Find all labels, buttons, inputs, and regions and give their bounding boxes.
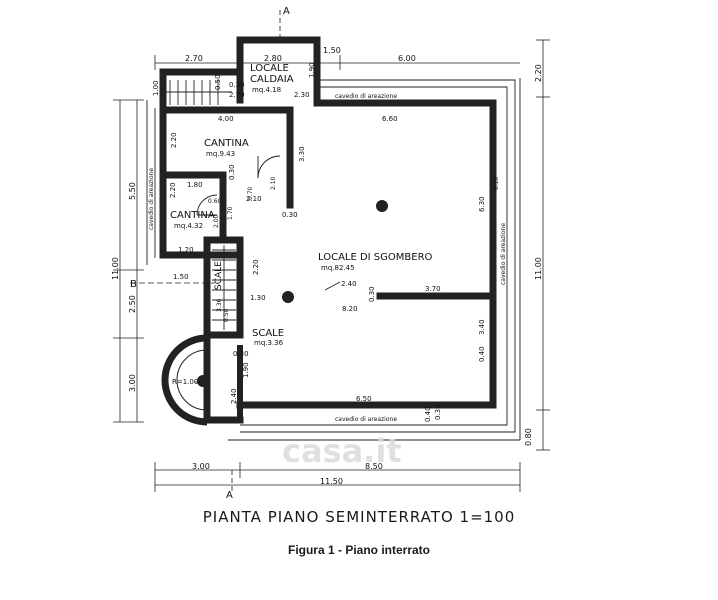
dim-100: 1.00 [152,80,160,96]
room-scale-vertical-label: SCALE [214,261,224,290]
dim-070: 0.70 [247,186,254,200]
dim-170: 1.70 [227,206,234,220]
dim-650: 6.50 [356,395,372,403]
cavedio-label-right: cavedio di areazione [500,223,507,285]
dim-330: 3.30 [298,146,306,162]
dim-210b: 2.10 [270,176,277,190]
doors [196,155,281,216]
dim-040a: 0.40 [478,346,486,362]
cavedio-label-top: cavedio di areazione [335,93,397,100]
dimension-texts: 2.70 2.80 1.50 6.00 2.20 11.00 0.80 5.50… [111,46,543,486]
dim-130: 1.30 [250,294,266,302]
dim-190: 1.90 [308,62,316,78]
dim-180: 1.80 [187,181,203,189]
dim-336: 3.36 [216,298,223,312]
watermark: casa.it [282,432,402,470]
dim-240a: 2.40 [341,280,357,288]
dim-370: 3.70 [425,285,441,293]
dim-200: 2.00 [213,214,220,228]
figure-caption: Figura 1 - Piano interrato [287,543,431,557]
dim-030b: 0.30 [228,164,236,180]
dim-bottom-300: 3.00 [192,462,210,471]
cavedio-label-left: cavedio di areazione [148,168,155,230]
room-caldaia-area: mq.4.18 [252,86,281,94]
radius-label: R=1.00 [172,378,198,386]
section-mark-bottom: A [226,490,233,500]
dim-030a: 0.30 [229,81,245,89]
dim-bottom-850: 8.50 [365,462,383,471]
dim-right-1100: 11.00 [534,257,543,280]
dim-400: 4.00 [218,115,234,123]
plan-title: PIANTA PIANO SEMINTERRATO 1=100 [202,508,516,526]
dim-030e: 0.30 [233,350,249,358]
dim-top-270: 2.70 [185,54,203,63]
dim-630: 6.30 [478,196,486,212]
dim-right-220: 2.20 [534,64,543,82]
dim-030d: 0.30 [368,286,376,302]
dim-top-280: 2.80 [264,54,282,63]
walls [159,36,497,424]
room-cantina2-area: mq.4.32 [174,222,203,230]
dim-030c: 0.30 [282,211,298,219]
room-sgombero-area: mq.82.45 [321,264,355,272]
round-tower [161,334,208,426]
dim-010: 0.10 [493,176,500,190]
dim-right-080: 0.80 [524,428,533,446]
section-mark-top: A [283,6,290,17]
room-caldaia-label-2: CALDAIA [250,74,294,85]
dim-340: 3.40 [478,319,486,335]
dim-220a: 2.20 [170,132,178,148]
floor-plan: casa.it A A B LOCALE CALDAIA mq.4.18 CAN… [111,6,550,500]
pillar [282,291,294,303]
pillar [197,375,209,387]
dim-190b: 1.90 [242,362,250,378]
dim-left-300: 3.00 [128,374,137,392]
dim-050b: 0.50 [223,308,230,322]
dim-030f: 0.30 [434,404,442,420]
room-cantina2-label: CANTINA [170,210,215,221]
dim-040b: 0.40 [424,406,432,422]
dim-top-600: 6.00 [398,54,416,63]
dim-210a: 2.10 [246,195,262,203]
dim-left-250: 2.50 [128,295,137,313]
cavedio-outline [146,78,521,441]
room-cantina1-label: CANTINA [204,138,249,149]
dim-220c: 2.20 [252,259,260,275]
dim-230a: 2.30 [294,91,310,99]
dim-left-550: 5.50 [128,182,137,200]
room-cantina1-area: mq.9.43 [206,150,235,158]
dim-150: 1.50 [173,273,189,281]
top-stair-steps [166,80,232,105]
dimension-lines [113,10,550,492]
stair-steps [212,245,236,330]
dim-left-1100: 11.00 [111,257,120,280]
room-caldaia-label-1: LOCALE [250,63,289,74]
dim-050a: 0.50 [214,74,222,90]
dim-240b: 2.40 [230,388,238,404]
room-scale-label: SCALE [252,328,284,339]
dim-270: 2.70 [229,91,245,99]
room-sgombero-label: LOCALE DI SGOMBERO [318,252,433,263]
room-scale-area: mq.3.36 [254,339,284,347]
section-mark-left: B [130,279,137,290]
pillar [376,200,388,212]
cavedio-label-bottom: cavedio di areazione [335,416,397,423]
dim-bottom-1150: 11.50 [320,477,343,486]
dim-660: 6.60 [382,115,398,123]
dim-top-150: 1.50 [323,46,341,55]
dim-060: 0.60 [208,198,222,205]
dim-120: 1.20 [178,246,194,254]
dim-820: 8.20 [342,305,358,313]
dim-220b: 2.20 [169,182,177,198]
